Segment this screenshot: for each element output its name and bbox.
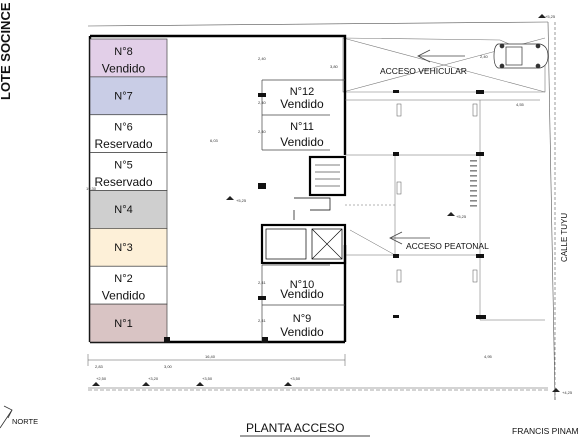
- parking-number: N°5: [114, 160, 132, 172]
- dim-mid: 6,03: [210, 138, 219, 143]
- level-top-right: +5,25: [545, 14, 556, 19]
- parking-number: N°6: [114, 122, 132, 134]
- dim-bottom-1: 2,83: [95, 364, 104, 369]
- dim-right: 4,55: [516, 102, 525, 107]
- parking-status: Vendido: [102, 289, 146, 303]
- center-parking-labels: N°12VendidoN°11VendidoN°10VendidoN°9Vend…: [280, 86, 324, 339]
- center-space-status: Vendido: [280, 135, 324, 149]
- north-arrow: [0, 405, 13, 429]
- center-space-number: N°11: [290, 121, 314, 133]
- property-boundary: [87, 21, 556, 401]
- small-marks: [396, 103, 478, 283]
- level-patio: +5,25: [456, 214, 467, 219]
- parking-status: Vendido: [102, 61, 146, 75]
- left-vertical-title: LOTE SOCINCE: [0, 2, 13, 100]
- parking-space-5: [89, 152, 168, 191]
- street-bottom-label: FRANCIS PINAM: [512, 426, 579, 436]
- center-parking-lines: [261, 79, 345, 342]
- left-parking-stack: N°8VendidoN°7N°6ReservadoN°5ReservadoN°4…: [89, 38, 168, 343]
- dim-center-5: 2,40: [258, 100, 267, 105]
- center-space-number: N°10: [290, 279, 315, 291]
- dim-right-2: 4,95: [484, 354, 493, 359]
- dim-left: 19,30: [86, 186, 97, 191]
- parking-space-7: [89, 76, 168, 116]
- dim-car: 2,40: [480, 54, 489, 59]
- plan-title: PLANTA ACCESO: [246, 421, 344, 435]
- parking-number: N°4: [114, 204, 132, 216]
- center-space-status: Vendido: [280, 287, 324, 301]
- parking-number: N°2: [114, 273, 132, 285]
- north-label: NORTE: [12, 417, 38, 426]
- parking-space-6: [89, 114, 168, 153]
- stair-core: [293, 155, 347, 220]
- parking-number: N°1: [114, 318, 132, 330]
- parking-space-4: [89, 190, 168, 229]
- dim-center-1: 3,80: [330, 64, 339, 69]
- level-bottom-1: +2,50: [96, 376, 107, 381]
- car-icon: [493, 43, 549, 69]
- dim-top: 2,40: [258, 56, 267, 61]
- center-space-status: Vendido: [280, 325, 324, 339]
- level-bottom-4: +3,50: [290, 376, 301, 381]
- street-right-label: CALLE TUYU: [560, 213, 569, 262]
- dim-center-4: 2,41: [258, 318, 267, 323]
- level-bottom-2: +3,20: [148, 376, 159, 381]
- level-plan-center: +5,25: [236, 198, 247, 203]
- parking-number: N°3: [114, 242, 132, 254]
- parking-status: Reservado: [94, 137, 152, 151]
- parking-space-2: [89, 265, 168, 305]
- access-arrows: [389, 49, 465, 245]
- bottom-level-line: [87, 354, 548, 389]
- parking-number: N°7: [114, 91, 132, 103]
- pedestrian-access-label: ACCESO PEATONAL: [406, 241, 489, 251]
- center-space-number: N°12: [290, 86, 315, 98]
- dim-bottom-2: 3,00: [164, 364, 173, 369]
- level-bottom-right: +4,25: [562, 390, 573, 395]
- courtyard-lines: [345, 99, 545, 321]
- dim-center-2: 2,40: [258, 129, 267, 134]
- pedestrian-stripes: [470, 160, 477, 207]
- parking-status: Reservado: [94, 175, 152, 189]
- parking-number: N°8: [114, 46, 132, 58]
- dim-center-3: 2,41: [258, 280, 267, 285]
- level-bottom-3: +3,50: [202, 376, 213, 381]
- parking-space-1: [89, 303, 168, 343]
- vehicle-access-label: ACCESO VEHICULAR: [380, 66, 467, 76]
- center-space-status: Vendido: [280, 97, 324, 111]
- parking-space-8: [89, 38, 168, 78]
- center-space-number: N°9: [293, 313, 311, 325]
- dim-width: 16,40: [205, 354, 216, 359]
- elevator-core: [260, 223, 347, 265]
- level-markers: [92, 14, 560, 392]
- structural-columns: [164, 90, 486, 343]
